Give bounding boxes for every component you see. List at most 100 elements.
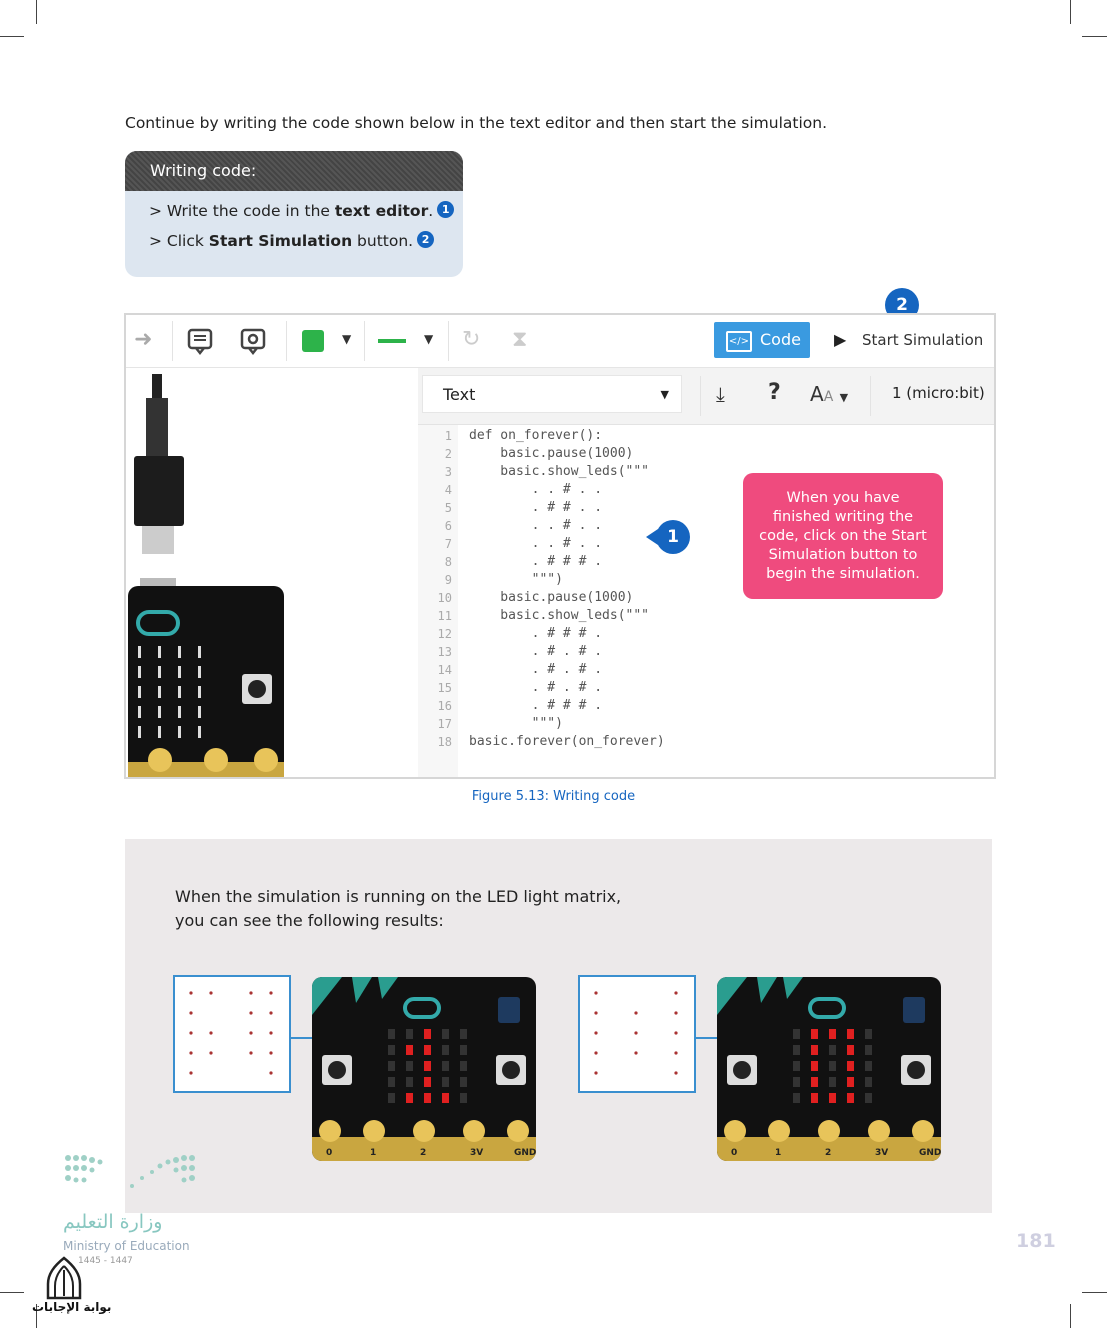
fill-color-swatch[interactable]: [302, 330, 324, 352]
code-line: . . # . .: [469, 518, 603, 533]
board-corner: [757, 977, 777, 1003]
line-number: 8: [444, 555, 452, 569]
chevron-down-icon[interactable]: ▼: [342, 332, 352, 346]
device-select[interactable]: 1 (micro:bit): [892, 384, 985, 402]
led-on: [847, 1093, 854, 1103]
code-icon: </>: [726, 331, 752, 352]
code-line: . # # # .: [469, 626, 603, 641]
results-line-1: When the simulation is running on the LE…: [175, 887, 622, 906]
led-dot: [594, 991, 598, 995]
led-off: [460, 1045, 467, 1055]
step-2: > Click Start Simulation button.2: [149, 231, 435, 250]
led-on: [424, 1029, 431, 1039]
button-b-center: [907, 1061, 925, 1079]
line-number: 14: [437, 663, 452, 677]
redo-icon[interactable]: ➜: [134, 327, 153, 352]
led-off: [406, 1061, 413, 1071]
chevron-down-icon[interactable]: ▼: [424, 332, 434, 346]
pin-label: GND: [919, 1148, 941, 1158]
line-number: 9: [444, 573, 452, 587]
step-1-bold: text editor: [334, 202, 429, 220]
board-logo: [808, 997, 846, 1019]
line-number: 17: [437, 717, 452, 731]
language-select[interactable]: Text ▼: [422, 375, 682, 413]
code-line: basic.pause(1000): [469, 446, 634, 461]
led-dot: [189, 1051, 193, 1055]
code-line: . # . # .: [469, 680, 603, 695]
pin-pad: [868, 1120, 890, 1142]
rotate-icon[interactable]: ↻: [462, 327, 481, 352]
board-corner: [378, 977, 398, 999]
download-icon[interactable]: ⤓: [716, 382, 725, 406]
led-on: [847, 1061, 854, 1071]
led-on: [811, 1077, 818, 1087]
editor-header: Text ▼ ⤓ ? AA ▼ 1 (micro:bit): [418, 368, 994, 425]
crop-mark: [1082, 36, 1107, 37]
line-number: 3: [444, 465, 452, 479]
start-simulation-button[interactable]: ▶ Start Simulation: [818, 322, 988, 358]
code-line: basic.pause(1000): [469, 590, 634, 605]
toolbar-divider: [364, 321, 365, 361]
pin-label: 3V: [470, 1148, 483, 1158]
led-dot: [249, 1011, 253, 1015]
line-number: 16: [437, 699, 452, 713]
play-icon: ▶: [834, 330, 847, 349]
start-simulation-label: Start Simulation: [862, 331, 984, 349]
pin-pad: [363, 1120, 385, 1142]
code-line: . . # . .: [469, 482, 603, 497]
font-size-icon[interactable]: AA ▼: [810, 382, 849, 406]
crop-mark: [1070, 1304, 1071, 1328]
portal-logo-icon: [46, 1256, 82, 1300]
code-line: basic.show_leds(""": [469, 464, 650, 479]
led-dot: [209, 991, 213, 995]
led-on: [424, 1077, 431, 1087]
button-a-center: [328, 1061, 346, 1079]
line-number: 13: [437, 645, 452, 659]
code-line: . # . # .: [469, 662, 603, 677]
led-off: [460, 1093, 467, 1103]
led-off: [865, 1029, 872, 1039]
led-dot: [209, 1031, 213, 1035]
page-number: 181: [1016, 1230, 1056, 1252]
step-2-suffix: button.: [352, 232, 414, 250]
mirror-icon[interactable]: ⧗: [512, 327, 528, 352]
help-icon[interactable]: ?: [768, 380, 781, 405]
led-on: [829, 1093, 836, 1103]
led-off: [442, 1029, 449, 1039]
ministry-name-english: Ministry of Education: [63, 1239, 190, 1253]
line-color-swatch[interactable]: [378, 339, 406, 343]
led-off: [460, 1061, 467, 1071]
results-text: When the simulation is running on the LE…: [175, 885, 621, 933]
figure-caption: Figure 5.13: Writing code: [471, 789, 636, 804]
led-off: [865, 1093, 872, 1103]
led-dot: [269, 1031, 273, 1035]
code-line: basic.forever(on_forever): [469, 734, 665, 749]
led-dot: [674, 1031, 678, 1035]
board-chip: [903, 997, 925, 1023]
pin-pad: [463, 1120, 485, 1142]
led-dot: [269, 1051, 273, 1055]
led-dot: [249, 1031, 253, 1035]
led-dot: [674, 991, 678, 995]
led-dot: [189, 1031, 193, 1035]
pin-pad: [912, 1120, 934, 1142]
inspector-icon[interactable]: [239, 327, 267, 361]
led-on: [829, 1029, 836, 1039]
led-dot: [674, 1051, 678, 1055]
pin-label: 2: [420, 1148, 426, 1158]
led-dot: [189, 1011, 193, 1015]
board-chip: [498, 997, 520, 1023]
led-on: [811, 1045, 818, 1055]
notes-icon[interactable]: [186, 327, 214, 361]
results-line-2: you can see the following results:: [175, 911, 444, 930]
code-editor[interactable]: def on_forever(): basic.pause(1000) basi…: [469, 425, 769, 777]
line-number: 15: [437, 681, 452, 695]
code-button[interactable]: </> Code: [714, 322, 810, 358]
led-on: [424, 1093, 431, 1103]
led-dot: [189, 1071, 193, 1075]
led-dot: [594, 1071, 598, 1075]
microbit-simulator: [128, 374, 284, 777]
led-off: [442, 1045, 449, 1055]
led-off: [442, 1061, 449, 1071]
